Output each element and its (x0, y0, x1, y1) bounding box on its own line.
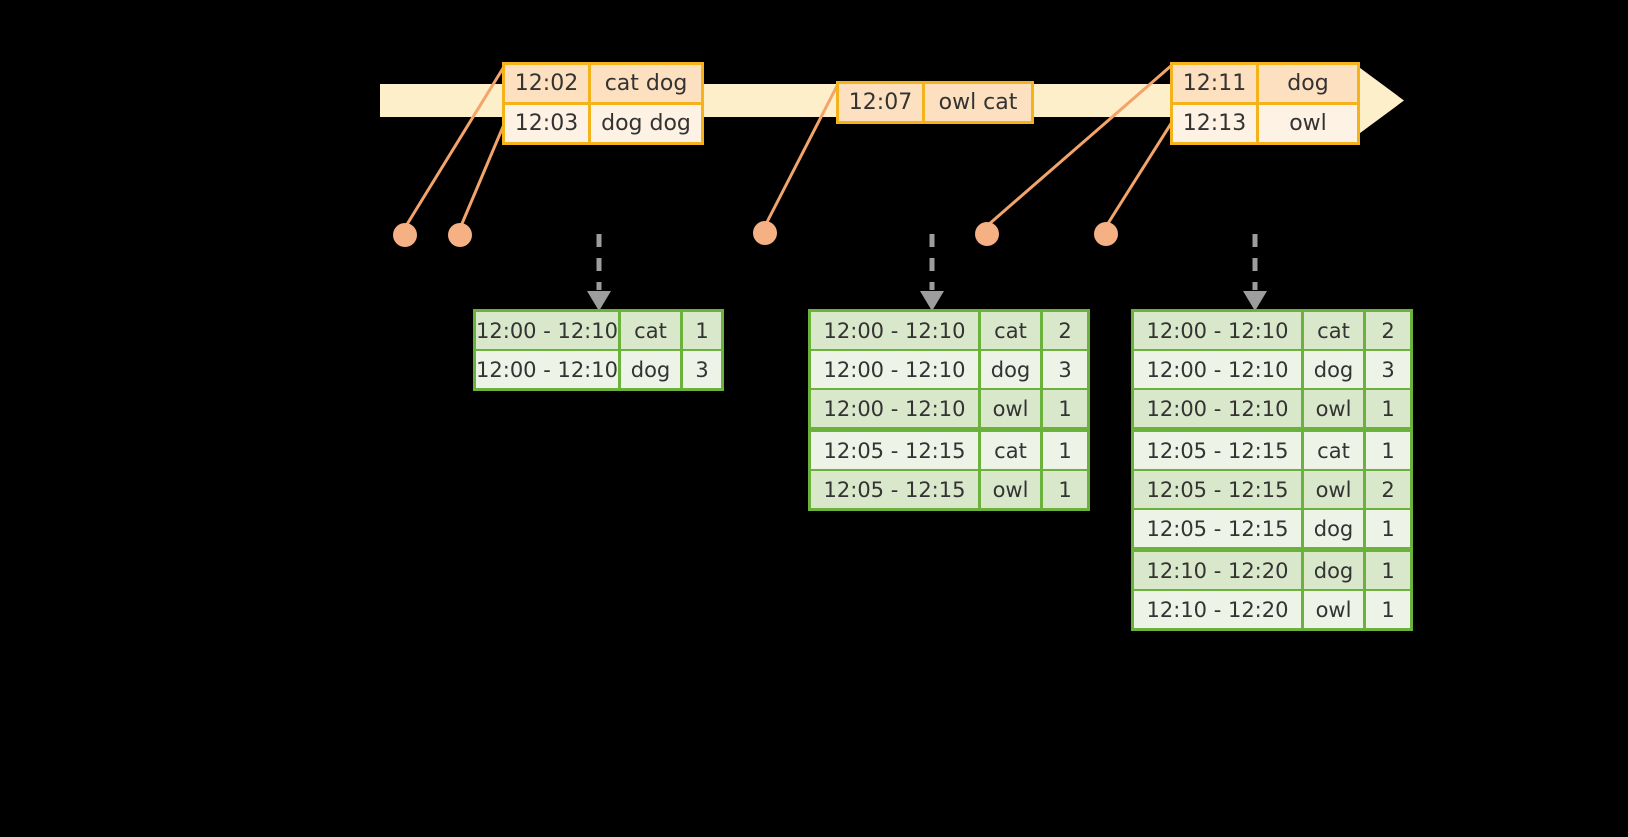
result-key: owl (981, 471, 1043, 508)
result-window: 12:05 - 12:15 (811, 471, 981, 508)
event-value: cat dog (591, 65, 701, 102)
event-row[interactable]: 12:07 owl cat (839, 84, 1031, 121)
result-count: 1 (683, 312, 721, 349)
event-time: 12:02 (505, 65, 591, 102)
event-dots (393, 221, 1118, 247)
result-count: 1 (1043, 390, 1087, 427)
result-key: owl (1304, 471, 1366, 508)
result-count: 3 (683, 351, 721, 388)
result-count: 3 (1366, 351, 1410, 388)
event-value: dog (1259, 65, 1357, 102)
result-window: 12:00 - 12:10 (476, 312, 621, 349)
event-value: owl cat (925, 84, 1031, 121)
result-arrows (596, 234, 1258, 290)
event-group-2[interactable]: 12:07 owl cat (836, 81, 1034, 124)
result-key: dog (621, 351, 683, 388)
result-count: 1 (1043, 432, 1087, 469)
event-dot-1202 (393, 223, 417, 247)
result-key: owl (1304, 591, 1366, 628)
result-count: 3 (1043, 351, 1087, 388)
result-window: 12:00 - 12:10 (811, 312, 981, 349)
result-count: 1 (1366, 510, 1410, 547)
event-dot-1211 (975, 222, 999, 246)
event-dot-1213 (1094, 222, 1118, 246)
event-row[interactable]: 12:03 dog dog (505, 102, 701, 142)
result-window: 12:05 - 12:15 (1134, 432, 1304, 469)
result-key: dog (981, 351, 1043, 388)
result-key: cat (981, 312, 1043, 349)
result-key: cat (1304, 432, 1366, 469)
result-key: dog (1304, 351, 1366, 388)
event-dot-1203 (448, 223, 472, 247)
result-window: 12:05 - 12:15 (811, 432, 981, 469)
event-group-3[interactable]: 12:11 dog 12:13 owl (1170, 62, 1360, 145)
event-time: 12:11 (1173, 65, 1259, 102)
result-key: dog (1304, 552, 1366, 589)
event-time: 12:13 (1173, 105, 1259, 142)
result-key: owl (1304, 390, 1366, 427)
result-count: 1 (1366, 432, 1410, 469)
result-key: cat (621, 312, 683, 349)
result-window: 12:05 - 12:15 (1134, 510, 1304, 547)
result-window: 12:10 - 12:20 (1134, 591, 1304, 628)
result-window: 12:00 - 12:10 (1134, 312, 1304, 349)
event-time: 12:03 (505, 105, 591, 142)
result-count: 1 (1366, 552, 1410, 589)
result-key: cat (1304, 312, 1366, 349)
event-row[interactable]: 12:02 cat dog (505, 65, 701, 102)
result-count: 2 (1366, 312, 1410, 349)
result-key: dog (1304, 510, 1366, 547)
result-window: 12:10 - 12:20 (1134, 552, 1304, 589)
result-key: owl (981, 390, 1043, 427)
result-window: 12:00 - 12:10 (1134, 390, 1304, 427)
result-arrowheads (587, 291, 1267, 311)
event-group-1[interactable]: 12:02 cat dog 12:03 dog dog (502, 62, 704, 145)
result-key: cat (981, 432, 1043, 469)
event-row[interactable]: 12:11 dog (1173, 65, 1357, 102)
result-count: 1 (1366, 390, 1410, 427)
event-value: owl (1259, 105, 1357, 142)
event-time: 12:07 (839, 84, 925, 121)
result-window: 12:05 - 12:15 (1134, 471, 1304, 508)
result-count: 1 (1366, 591, 1410, 628)
event-row[interactable]: 12:13 owl (1173, 102, 1357, 142)
result-window: 12:00 - 12:10 (476, 351, 621, 388)
result-window: 12:00 - 12:10 (811, 351, 981, 388)
result-window: 12:00 - 12:10 (811, 390, 981, 427)
result-count: 1 (1043, 471, 1087, 508)
result-count: 2 (1366, 471, 1410, 508)
result-count: 2 (1043, 312, 1087, 349)
event-value: dog dog (591, 105, 701, 142)
result-window: 12:00 - 12:10 (1134, 351, 1304, 388)
event-dot-1207 (753, 221, 777, 245)
